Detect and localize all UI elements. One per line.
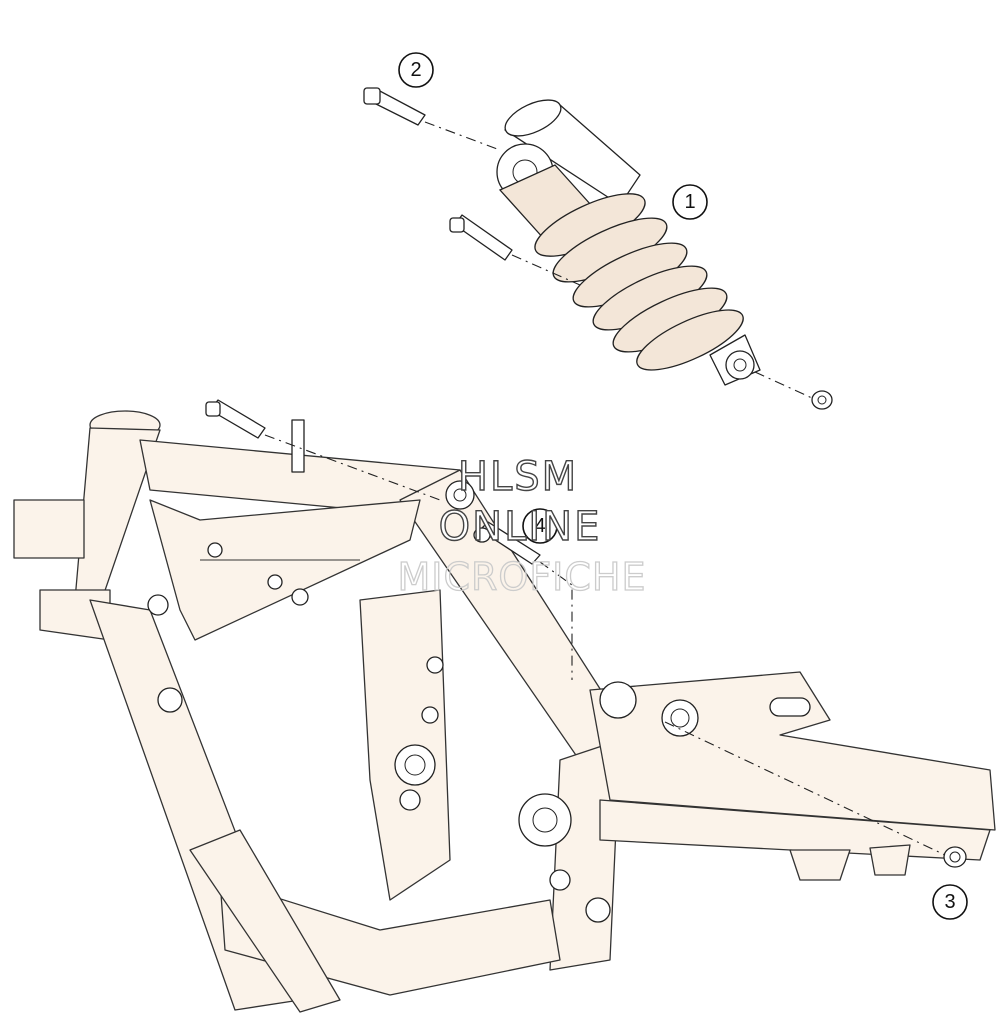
rear-shock-absorber bbox=[496, 99, 761, 386]
alignment-line-frame bbox=[264, 434, 441, 501]
watermark: HLSM ONLINE MICROFICHE bbox=[397, 453, 646, 599]
alignment-line-3 bbox=[664, 721, 946, 856]
nut-part-3 bbox=[943, 846, 967, 868]
callout-3: 3 bbox=[932, 884, 968, 920]
svg-text:2: 2 bbox=[410, 59, 421, 81]
svg-text:MICROFICHE: MICROFICHE bbox=[397, 555, 646, 599]
bolt-upper-shock bbox=[363, 87, 426, 126]
callout-2: 2 bbox=[398, 52, 434, 88]
alignment-line-shock bbox=[511, 254, 581, 286]
callout-1: 1 bbox=[672, 184, 708, 220]
bolt-part-4 bbox=[473, 521, 541, 565]
bolt-shock-lower bbox=[449, 214, 513, 261]
svg-text:ONLINE: ONLINE bbox=[439, 504, 602, 550]
alignment-line-2 bbox=[424, 121, 501, 151]
spring-coils bbox=[534, 193, 744, 371]
svg-text:4: 4 bbox=[534, 515, 545, 537]
callout-4: 4 bbox=[522, 508, 558, 544]
svg-text:HLSM: HLSM bbox=[458, 454, 578, 500]
nut-shock-bottom bbox=[811, 390, 833, 410]
svg-text:3: 3 bbox=[944, 891, 955, 913]
bolt-frame-top bbox=[205, 399, 266, 439]
svg-text:1: 1 bbox=[684, 191, 695, 213]
alignment-line-nut bbox=[754, 371, 813, 399]
motorcycle-frame bbox=[13, 410, 996, 1013]
